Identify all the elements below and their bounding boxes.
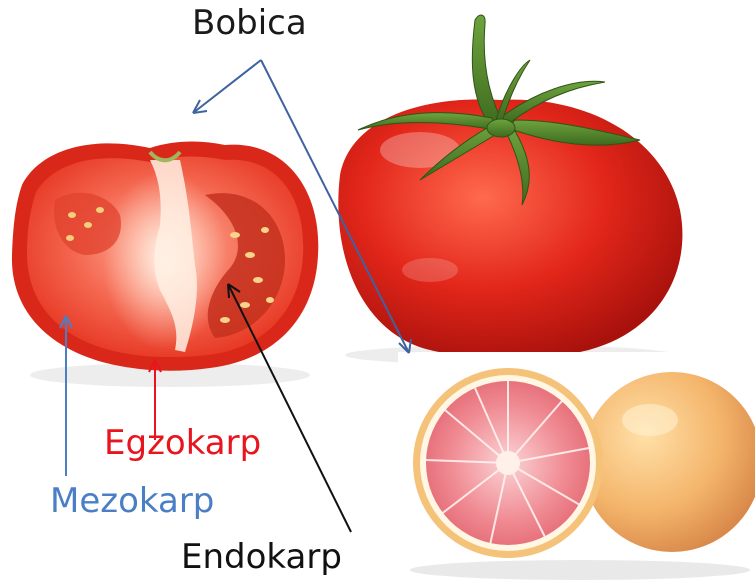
egzokarp-label: Egzokarp — [104, 426, 261, 460]
mezokarp-label: Mezokarp — [50, 484, 214, 518]
grapefruit-image — [398, 352, 755, 586]
endokarp-label: Endokarp — [181, 540, 342, 574]
bobica-label: Bobica — [192, 6, 307, 40]
tomato-half-image — [12, 142, 318, 387]
bobica-arrow-to-half — [193, 60, 261, 113]
whole-tomato-image — [338, 15, 682, 365]
